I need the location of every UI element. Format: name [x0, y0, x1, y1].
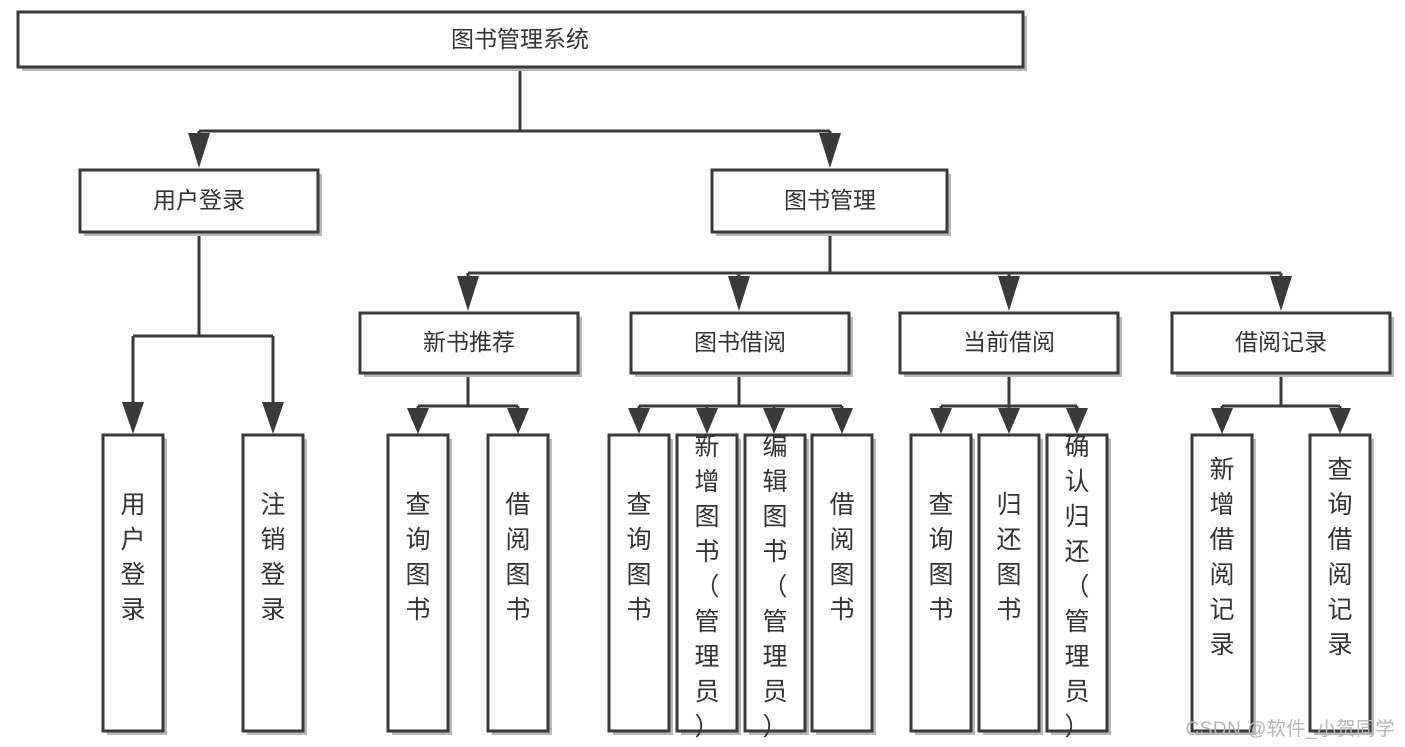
leaf-borrow-record-add-label: 新增借阅记录 — [1209, 456, 1234, 659]
leaf-book-borrow-edit-box — [743, 433, 807, 733]
node-book-borrow[interactable]: 图书借阅 — [629, 311, 853, 377]
leaf-book-borrow-query-label: 查询图书 — [626, 491, 651, 624]
node-book-management[interactable]: 图书管理 — [710, 168, 951, 236]
node-book-management-box — [710, 168, 949, 234]
leaf-new-book-query-box — [386, 433, 450, 733]
node-root-system[interactable]: 图书管理系统 — [16, 10, 1027, 71]
node-new-book-recommend[interactable]: 新书推荐 — [358, 311, 582, 377]
arrow-new-book-leaf-1 — [407, 408, 429, 434]
leaf-book-borrow-add-label: 新增图书（管理员） — [694, 433, 719, 741]
leaf-node-current-borrow-query[interactable]: 查询图书 — [909, 433, 975, 735]
leaf-node-book-borrow-edit[interactable]: 编辑图书（管理员） — [743, 433, 809, 741]
arrow-book-borrow-leaf-2 — [696, 408, 718, 434]
leaf-node-new-book-borrow[interactable]: 借阅图书 — [486, 433, 552, 735]
leaf-node-borrow-record-add[interactable]: 新增借阅记录 — [1190, 433, 1256, 735]
leaf-new-book-query-label: 查询图书 — [405, 491, 430, 624]
leaf-borrow-record-query-box — [1308, 433, 1372, 733]
leaf-new-book-borrow-box — [486, 433, 550, 733]
arrow-root-to-book-mgmt — [819, 133, 841, 168]
node-current-borrow-label: 当前借阅 — [963, 329, 1055, 355]
arrow-root-to-user-login — [188, 133, 210, 168]
node-user-login[interactable]: 用户登录 — [78, 168, 322, 236]
leaf-current-borrow-query-label: 查询图书 — [928, 491, 953, 624]
arrow-book-mgmt-to-borrow-record — [1270, 276, 1292, 311]
arrow-new-book-leaf-2 — [507, 408, 529, 434]
arrow-current-borrow-leaf-2 — [998, 408, 1020, 434]
node-book-management-label: 图书管理 — [784, 187, 876, 213]
leaf-node-new-book-query[interactable]: 查询图书 — [386, 433, 452, 735]
node-borrow-record-box — [1170, 311, 1392, 375]
leaf-node-book-borrow-query[interactable]: 查询图书 — [607, 433, 673, 735]
node-new-book-recommend-label: 新书推荐 — [423, 329, 515, 355]
node-new-book-recommend-box — [358, 311, 580, 375]
leaf-node-user-login-login[interactable]: 用户登录 — [101, 433, 167, 735]
leaf-user-login-login-box — [101, 433, 165, 733]
node-root-label: 图书管理系统 — [451, 26, 589, 52]
leaf-node-book-borrow-borrow[interactable]: 借阅图书 — [810, 433, 876, 735]
leaf-node-book-borrow-add[interactable]: 新增图书（管理员） — [675, 433, 741, 741]
arrow-book-mgmt-to-book-borrow — [728, 276, 750, 311]
arrow-book-borrow-leaf-3 — [763, 408, 785, 434]
arrow-current-borrow-leaf-1 — [930, 408, 952, 434]
node-root-box — [16, 10, 1025, 69]
leaf-user-login-logout-box — [241, 433, 305, 733]
leaf-user-login-login-label: 用户登录 — [120, 491, 145, 624]
arrow-book-mgmt-to-current-borrow — [998, 276, 1020, 311]
node-book-borrow-label: 图书借阅 — [694, 329, 786, 355]
leaf-book-borrow-edit-label: 编辑图书（管理员） — [762, 433, 787, 741]
leaf-current-borrow-return-label: 归还图书 — [996, 491, 1021, 624]
arrow-borrow-record-leaf-1 — [1211, 408, 1233, 434]
leaf-book-borrow-borrow-box — [810, 433, 874, 733]
arrow-book-borrow-leaf-4 — [831, 408, 853, 434]
leaf-node-user-login-logout[interactable]: 注销登录 — [241, 433, 307, 735]
node-current-borrow[interactable]: 当前借阅 — [898, 311, 1122, 377]
arrow-borrow-record-leaf-2 — [1329, 408, 1351, 434]
node-user-login-label: 用户登录 — [153, 187, 245, 213]
leaf-borrow-record-add-box — [1190, 433, 1254, 733]
leaf-current-borrow-confirm-label: 确认归还（管理员） — [1064, 433, 1089, 741]
node-borrow-record[interactable]: 借阅记录 — [1170, 311, 1394, 377]
node-book-borrow-box — [629, 311, 851, 375]
leaf-book-borrow-query-box — [607, 433, 671, 733]
leaf-book-borrow-add-box — [675, 433, 739, 733]
leaf-new-book-borrow-label: 借阅图书 — [505, 491, 530, 624]
node-borrow-record-label: 借阅记录 — [1235, 329, 1327, 355]
connector-layer — [122, 67, 1351, 434]
leaf-node-current-borrow-return[interactable]: 归还图书 — [977, 433, 1043, 735]
arrow-current-borrow-leaf-3 — [1066, 408, 1088, 434]
arrow-user-login-leaf-1 — [122, 402, 144, 434]
arrow-book-mgmt-to-new-book — [457, 276, 479, 311]
leaf-user-login-logout-label: 注销登录 — [260, 491, 285, 624]
node-user-login-box — [78, 168, 320, 234]
arrow-user-login-leaf-2 — [262, 402, 284, 434]
node-current-borrow-box — [898, 311, 1120, 375]
leaf-current-borrow-confirm-box — [1045, 433, 1109, 733]
leaf-current-borrow-return-box — [977, 433, 1041, 733]
leaf-node-borrow-record-query[interactable]: 查询借阅记录 — [1308, 433, 1374, 735]
arrow-book-borrow-leaf-1 — [628, 408, 650, 434]
leaf-node-current-borrow-confirm[interactable]: 确认归还（管理员） — [1045, 433, 1111, 741]
leaf-borrow-record-query-label: 查询借阅记录 — [1327, 456, 1352, 659]
leaf-current-borrow-query-box — [909, 433, 973, 733]
leaf-book-borrow-borrow-label: 借阅图书 — [829, 491, 854, 624]
